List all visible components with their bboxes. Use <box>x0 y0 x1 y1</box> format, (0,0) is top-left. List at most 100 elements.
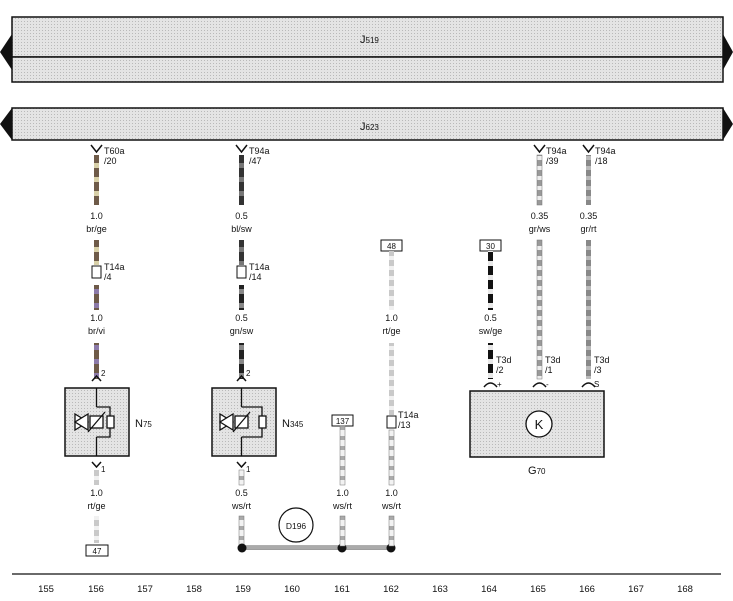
continuation-arrow-left-icon <box>0 108 12 140</box>
plug-connector-icon <box>91 265 102 279</box>
pin-number: 2 <box>246 369 251 378</box>
plug-connector-icon <box>236 265 247 279</box>
connector-name: T3d <box>496 355 512 365</box>
track-number: 158 <box>186 584 202 595</box>
pin-terminal-icon <box>236 374 247 382</box>
connector-pin: /4 <box>104 272 112 282</box>
pin-number: 1 <box>246 465 251 474</box>
wire-size: 1.0 <box>385 313 398 323</box>
track-number: 164 <box>481 584 497 595</box>
wire-color: bl/sw <box>231 224 252 234</box>
wire-segment <box>94 240 99 265</box>
j519-label: J519 <box>360 34 379 46</box>
wire-segment <box>339 515 346 547</box>
j623-label: J623 <box>360 121 379 133</box>
wire-size: 1.0 <box>90 211 103 221</box>
wire-color: rt/ge <box>87 501 105 511</box>
connector-pin: /39 <box>546 156 559 166</box>
connector-pin: /1 <box>545 365 553 375</box>
pin-number: 1 <box>101 465 106 474</box>
track-ruler: 155 156 157 158 159 160 161 162 163 164 … <box>12 573 721 595</box>
continuation-arrow-right-icon <box>723 108 733 140</box>
connector-pin: /3 <box>594 365 602 375</box>
solenoid-valve-icon <box>73 388 115 456</box>
sensor-symbol-letter: K <box>535 417 544 432</box>
wire-segment <box>488 251 493 310</box>
ground-splice-d196: D196 <box>237 507 396 553</box>
wire-color: gn/sw <box>230 326 254 336</box>
pin-terminal-icon <box>483 382 498 388</box>
pin-terminal-icon <box>91 374 102 382</box>
pin-terminal-icon <box>532 382 547 388</box>
connector-name: T94a <box>249 146 270 156</box>
wire-segment <box>536 239 543 380</box>
component-box-g70 <box>469 390 605 458</box>
wire-segment <box>339 425 346 486</box>
component-label-g70: G70 <box>528 465 546 477</box>
wire-size: 0.35 <box>580 211 598 221</box>
wire-segment <box>388 515 395 547</box>
reference-box <box>85 544 109 557</box>
wire-segment <box>488 343 493 379</box>
ground-point-label: D196 <box>286 521 307 531</box>
wire-segment <box>239 285 244 310</box>
connector-fork-icon <box>90 144 103 154</box>
connector-pin: /14 <box>249 272 262 282</box>
circuit-track-162: 48 1.0 rt/ge T14a /13 1.0 ws/rt <box>380 239 419 547</box>
wire-size: 1.0 <box>90 313 103 323</box>
wire-segment <box>94 516 99 543</box>
junction-dot <box>237 543 247 553</box>
track-number: 161 <box>334 584 350 595</box>
wire-color: rt/ge <box>382 326 400 336</box>
connector-fork-icon <box>582 144 595 154</box>
wire-segment <box>240 545 393 550</box>
wire-segment <box>586 240 591 379</box>
pin-terminal-icon <box>91 461 102 469</box>
track-number: 156 <box>88 584 104 595</box>
control-unit-j623: J623 <box>11 107 724 141</box>
wire-segment <box>388 429 395 486</box>
wire-color: gr/rt <box>580 224 597 234</box>
connector-name: T14a <box>249 262 270 272</box>
reference-number: 137 <box>336 417 350 426</box>
connector-fork-icon <box>235 144 248 154</box>
track-number: 168 <box>677 584 693 595</box>
wire-segment <box>239 240 244 265</box>
wire-segment <box>239 155 244 205</box>
solenoid-valve-icon <box>218 388 267 456</box>
wire-color: br/vi <box>88 326 105 336</box>
track-number: 157 <box>137 584 153 595</box>
wire-segment <box>238 515 245 548</box>
wire-color: sw/ge <box>479 326 503 336</box>
wire-segment <box>586 155 591 205</box>
pin-terminal-icon <box>236 461 247 469</box>
wire-color: br/ge <box>86 224 107 234</box>
connector-pin: /20 <box>104 156 117 166</box>
wire-segment <box>389 251 394 310</box>
wire-segment <box>94 155 99 205</box>
wire-size: 0.5 <box>235 313 248 323</box>
connector-name: T3d <box>545 355 561 365</box>
connector-pin: /13 <box>398 420 411 430</box>
wire-size: 1.0 <box>90 488 103 498</box>
connector-pin: /2 <box>496 365 504 375</box>
connector-fork-icon <box>533 144 546 154</box>
circuit-n75: T60a /20 1.0 br/ge T14a /4 1.0 br/vi 2 N… <box>64 144 152 557</box>
wire-size: 1.0 <box>385 488 398 498</box>
wire-color: ws/rt <box>332 501 352 511</box>
wire-segment <box>94 343 99 379</box>
track-number: 163 <box>432 584 448 595</box>
wire-segment <box>239 343 244 379</box>
connector-name: T60a <box>104 146 125 156</box>
pin-number: - <box>546 380 549 389</box>
component-label-n345: N345 <box>282 418 304 430</box>
ground-point-marker <box>278 507 314 543</box>
pin-number: 2 <box>101 369 106 378</box>
circuit-n345: T94a /47 0.5 bl/sw T14a /14 0.5 gn/sw 2 … <box>211 144 304 548</box>
control-unit-j519: J519 <box>11 16 724 83</box>
track-number: 159 <box>235 584 251 595</box>
reference-number: 30 <box>486 242 495 251</box>
wire-segment <box>536 154 543 206</box>
connector-name: T3d <box>594 355 610 365</box>
connector-name: T14a <box>104 262 125 272</box>
